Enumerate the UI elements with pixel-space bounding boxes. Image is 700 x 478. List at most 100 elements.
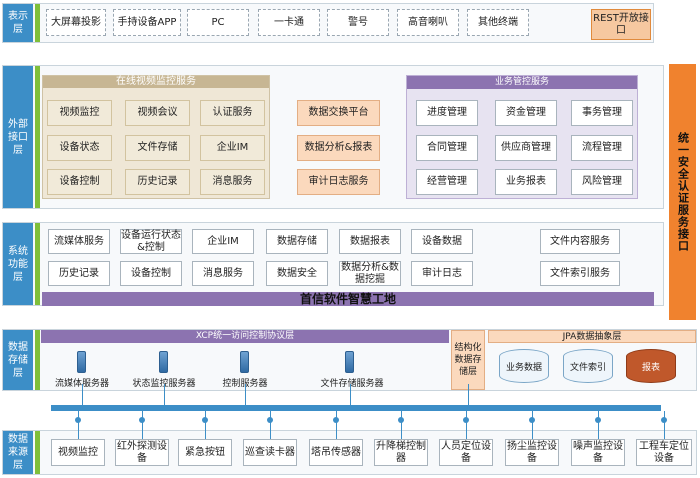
connector-line [468, 384, 469, 405]
layer-label-system: 系统功能层 [3, 223, 33, 305]
presentation-item: 一卡通 [258, 9, 320, 36]
connector-dot [595, 417, 601, 423]
connector-line [532, 411, 533, 439]
video-item: 企业IM [200, 135, 265, 161]
business-item: 风险管理 [571, 169, 633, 195]
server-icon [77, 351, 86, 373]
source-item: 人员定位设备 [439, 439, 493, 466]
presentation-item: 其他终端 [467, 9, 529, 36]
data-bus [51, 405, 661, 411]
video-item: 消息服务 [200, 169, 265, 195]
business-item: 合同管理 [416, 135, 478, 161]
green-bar [35, 223, 40, 305]
middle-service-item: 数据分析&报表 [297, 135, 380, 161]
connector-line [82, 384, 83, 405]
connector-dot [529, 417, 535, 423]
connector-line [270, 411, 271, 439]
video-item: 历史记录 [125, 169, 190, 195]
connector-line [664, 411, 665, 439]
connector-line [78, 411, 79, 439]
system-item: 流媒体服务 [48, 229, 110, 254]
business-item: 经营管理 [416, 169, 478, 195]
presentation-item: 警号 [327, 9, 389, 36]
business-item: 业务报表 [495, 169, 557, 195]
jpa-layer-title: JPA数据抽象层 [488, 330, 696, 343]
source-item: 噪声监控设备 [571, 439, 625, 466]
platform-title-bar: 首信软件智慧工地 [42, 292, 654, 306]
video-panel-title: 在线视频监控服务 [43, 76, 269, 88]
middle-service-item: 数据交换平台 [297, 100, 380, 126]
green-bar [35, 4, 40, 42]
system-item: 数据报表 [339, 229, 401, 254]
layer-label-storage: 数据存储层 [3, 330, 33, 390]
system-item: 设备数据 [411, 229, 473, 254]
report-db-icon: 报表 [626, 349, 676, 383]
layer-label-external: 外部接口层 [3, 66, 33, 208]
connector-dot [202, 417, 208, 423]
system-item: 数据分析&数据挖掘 [339, 261, 401, 286]
video-item: 设备控制 [47, 169, 112, 195]
business-item: 资金管理 [495, 100, 557, 126]
connector-dot [398, 417, 404, 423]
source-item: 红外探测设备 [115, 439, 169, 466]
server-label: 文件存储服务器 [320, 379, 384, 389]
source-item: 塔吊传感器 [309, 439, 363, 466]
system-item: 数据安全 [266, 261, 328, 286]
video-item: 文件存储 [125, 135, 190, 161]
business-item: 供应商管理 [495, 135, 557, 161]
connector-dot [333, 417, 339, 423]
system-item: 设备运行状态&控制 [120, 229, 182, 254]
system-item: 消息服务 [192, 261, 254, 286]
connector-line [466, 411, 467, 439]
server-icon [159, 351, 168, 373]
presentation-item: PC [187, 9, 249, 36]
xcp-protocol-bar: XCP统一访问控制协议层 [41, 330, 449, 343]
video-item: 视频监控 [47, 100, 112, 126]
layer-label-presentation: 表示层 [3, 4, 33, 42]
connector-line [350, 384, 351, 405]
connector-dot [267, 417, 273, 423]
source-item: 紧急按钮 [178, 439, 232, 466]
business-panel-title: 业务管控服务 [407, 76, 637, 89]
business-item: 流程管理 [571, 135, 633, 161]
server-icon [345, 351, 354, 373]
connector-dot [75, 417, 81, 423]
rest-api-box: REST开放接口 [591, 9, 651, 40]
connector-line [598, 411, 599, 439]
connector-line [401, 411, 402, 439]
business-item: 进度管理 [416, 100, 478, 126]
source-item: 巡查读卡器 [243, 439, 297, 466]
system-item: 数据存储 [266, 229, 328, 254]
green-bar [35, 66, 40, 208]
video-item: 设备状态 [47, 135, 112, 161]
system-item: 设备控制 [120, 261, 182, 286]
file-index-db-icon: 文件索引 [563, 349, 613, 383]
system-item: 审计日志 [411, 261, 473, 286]
middle-service-item: 审计日志服务 [297, 169, 380, 195]
system-item: 企业IM [192, 229, 254, 254]
auth-service-bar: 统一安全认证服务接口 [669, 64, 696, 320]
source-item: 视频监控 [51, 439, 105, 466]
green-bar [35, 431, 40, 474]
connector-line [205, 411, 206, 439]
business-item: 事务管理 [571, 100, 633, 126]
connector-line [336, 411, 337, 439]
connector-dot [661, 417, 667, 423]
server-label: 控制服务器 [210, 376, 280, 389]
system-item: 文件内容服务 [540, 229, 620, 254]
video-item: 视频会议 [125, 100, 190, 126]
connector-line [245, 384, 246, 405]
server-icon [240, 351, 249, 373]
presentation-item: 手持设备APP [113, 9, 181, 36]
source-item: 工程车定位设备 [636, 439, 692, 466]
video-item: 认证服务 [200, 100, 265, 126]
presentation-item: 高音喇叭 [397, 9, 459, 36]
source-item: 升降梯控制器 [374, 439, 428, 466]
structured-storage-box: 结构化数据存储层 [451, 330, 485, 390]
server-label: 流媒体服务器 [46, 376, 118, 389]
connector-line [164, 384, 165, 405]
server-label: 状态监控服务器 [124, 376, 204, 389]
business-data-db-icon: 业务数据 [499, 349, 549, 383]
layer-label-source: 数据来源层 [3, 431, 33, 474]
source-item: 扬尘监控设备 [505, 439, 559, 466]
